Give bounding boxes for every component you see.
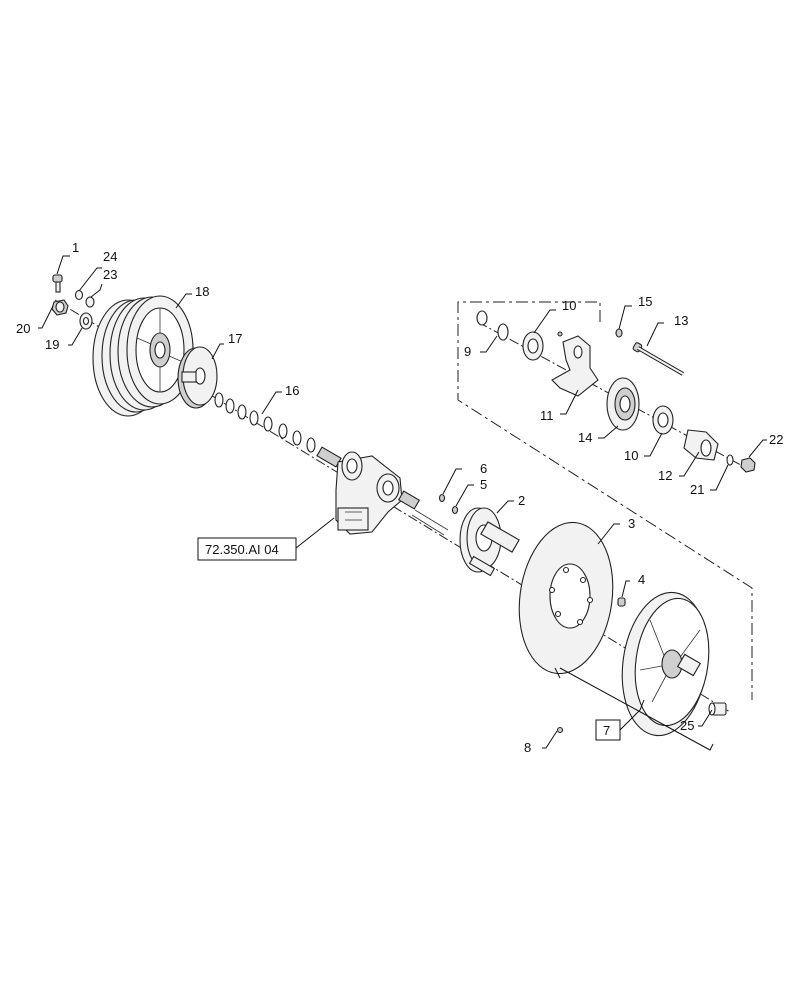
callout-15: 15 [638,294,652,309]
callout-2: 2 [518,493,525,508]
callout-9: 9 [464,344,471,359]
reference-box-gearbox[interactable]: 72.350.AI 04 [197,537,297,561]
part-7-bracket [559,667,714,751]
callout-7: 7 [603,723,610,738]
part-12-collar[interactable] [683,429,719,461]
callout-1: 1 [72,240,79,255]
part-22-nut[interactable] [740,457,756,473]
part-23-lockwasher[interactable] [85,296,95,308]
leader-lines [38,255,767,749]
callout-17: 17 [228,331,242,346]
callout-14: 14 [578,430,592,445]
part-25-bushing[interactable] [708,702,727,716]
part-20-nut[interactable] [51,299,69,316]
callout-25: 25 [680,718,694,733]
part-6-screw[interactable] [438,493,446,503]
callout-16: 16 [285,383,299,398]
callout-23: 23 [103,267,117,282]
part-21-washer[interactable] [726,454,734,466]
callout-4: 4 [638,572,645,587]
subassembly-boundary [457,301,753,700]
part-8-grease-fitting[interactable] [556,726,564,734]
callout-6: 6 [480,461,487,476]
gearbox-assembly[interactable] [316,446,449,536]
part-9-snap-ring[interactable] [476,310,509,341]
callout-18: 18 [195,284,209,299]
part-19-washer[interactable] [79,312,93,330]
callout-labels: 1 24 23 18 20 19 17 16 10 15 13 9 11 14 … [16,240,783,755]
part-10-bearing-lower[interactable] [652,405,674,435]
callout-5: 5 [480,477,487,492]
callout-7-box[interactable]: 7 [595,719,621,741]
part-15-washer[interactable] [615,328,623,338]
part-1-bolt[interactable] [52,274,63,293]
part-18-pulley[interactable] [92,295,194,417]
callout-19: 19 [45,337,59,352]
part-5-screw[interactable] [451,505,459,515]
callout-21: 21 [690,482,704,497]
callout-10-lower: 10 [624,448,638,463]
part-3-disc[interactable] [510,516,622,679]
part-11-bracket[interactable] [551,331,599,397]
callout-8: 8 [524,740,531,755]
callout-12: 12 [658,468,672,483]
callout-3: 3 [628,516,635,531]
part-17-flange[interactable] [177,346,218,409]
callout-22: 22 [769,432,783,447]
part-14-sprocket[interactable] [606,377,640,431]
callout-13: 13 [674,313,688,328]
part-2-hub[interactable] [459,507,520,577]
part-24-washer[interactable] [74,289,84,301]
part-7-wheel[interactable] [613,587,716,741]
part-10-bearing-upper[interactable] [522,331,544,361]
callout-20: 20 [16,321,30,336]
part-4-bolt[interactable] [617,597,626,607]
reference-label: 72.350.AI 04 [205,542,279,557]
callout-11: 11 [540,408,554,423]
part-13-long-bolt[interactable] [632,342,685,376]
callout-24: 24 [103,249,117,264]
part-7-bracket-left [554,667,561,679]
callout-10-upper: 10 [562,298,576,313]
part-16-shim-stack[interactable] [214,392,316,453]
